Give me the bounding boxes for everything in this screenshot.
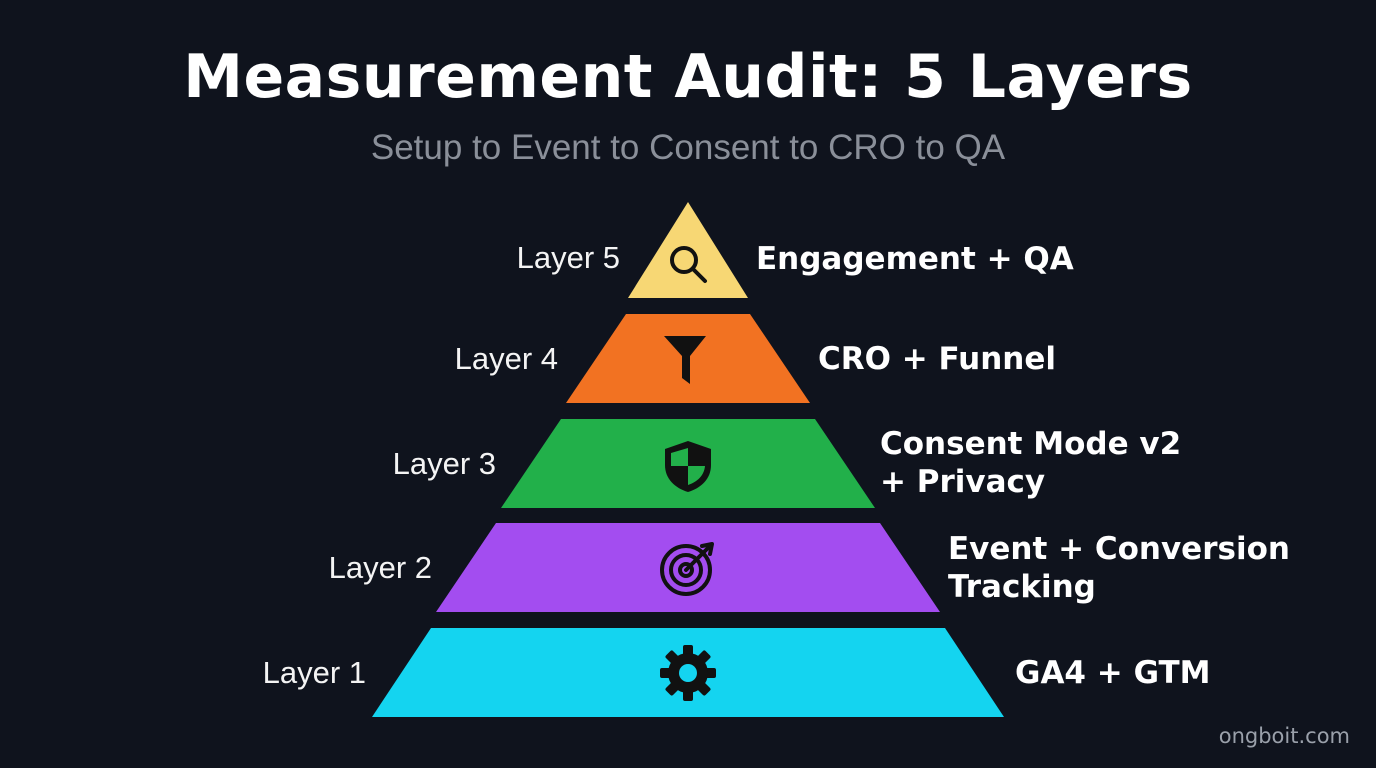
layer-3-description: Consent Mode v2 + Privacy	[880, 426, 1182, 500]
layer-4-label: Layer 4	[454, 341, 558, 376]
layer-4-description: CRO + Funnel	[818, 341, 1057, 377]
diagram-subtitle: Setup to Event to Consent to CRO to QA	[370, 128, 1006, 167]
layer-5-description: Engagement + QA	[756, 241, 1074, 277]
layer-2-description: Event + Conversion Tracking	[948, 531, 1290, 605]
watermark: ongboit.com	[1218, 724, 1350, 748]
diagram-title: Measurement Audit: 5 Layers	[183, 42, 1193, 112]
layer-3-label: Layer 3	[392, 446, 496, 481]
layer-1-description: GA4 + GTM	[1015, 655, 1211, 691]
magnifier-icon	[670, 246, 707, 283]
layer-5-label: Layer 5	[516, 240, 620, 275]
layer-2-label: Layer 2	[328, 550, 432, 585]
target-icon	[660, 542, 714, 596]
shield-icon	[665, 441, 711, 492]
funnel-icon	[664, 336, 706, 384]
gear-icon	[660, 645, 716, 701]
layer-1-label: Layer 1	[262, 655, 366, 690]
